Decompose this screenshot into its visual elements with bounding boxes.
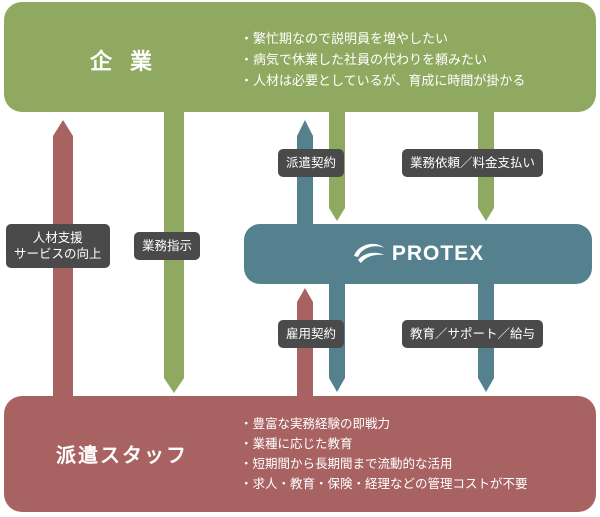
protex-box: PROTEX (244, 224, 592, 284)
label-haken-keiyaku: 派遣契約 (278, 149, 345, 177)
arrow-jinzai-shien-head (53, 120, 73, 136)
arrow-protex-staff-head (329, 378, 345, 392)
company-need-item: ・繁忙期なので説明員を増やしたい (240, 32, 449, 47)
label-jinzai-shien-line1: 人材支援 (32, 230, 83, 245)
company-need-item: ・人材は必要としているが、育成に時間が掛かる (240, 74, 526, 89)
company-need-item: ・病気で休業した社員の代わりを頼みたい (240, 53, 488, 68)
staff-merit-item: ・豊富な実務経験の即戦力 (240, 416, 391, 431)
company-title: 企業 (90, 50, 171, 75)
arrow-koyou-keiyaku-head (297, 288, 313, 302)
staff-merits-list: ・豊富な実務経験の即戦力 ・業種に応じた教育 ・短期間から長期間まで流動的な活用… (240, 414, 528, 494)
arrow-haken-keiyaku-head (297, 120, 313, 136)
arrow-gyomu-irai-head (478, 208, 494, 221)
label-koyou-keiyaku: 雇用契約 (278, 320, 345, 348)
protex-logo: PROTEX (352, 241, 484, 267)
company-box: 企業 ・繁忙期なので説明員を増やしたい ・病気で休業した社員の代わりを頼みたい … (4, 2, 596, 112)
arrow-kyouiku-head (478, 378, 494, 392)
label-gyomu-irai: 業務依頼／料金支払い (402, 149, 544, 177)
protex-swoosh-icon (353, 243, 384, 263)
arrow-gyomu-shiji-head (164, 378, 184, 393)
label-kyouiku-support: 教育／サポート／給与 (402, 320, 544, 348)
arrow-koyou-keiyaku-shaft (297, 302, 313, 398)
staff-title: 派遣スタッフ (56, 443, 188, 467)
staff-merit-item: ・業種に応じた教育 (240, 436, 353, 451)
arrow-jinzai-shien-shaft (53, 136, 73, 400)
company-needs-list: ・繁忙期なので説明員を増やしたい ・病気で休業した社員の代わりを頼みたい ・人材… (240, 29, 525, 92)
label-gyomu-shiji: 業務指示 (134, 232, 201, 260)
staff-merit-item: ・求人・教育・保険・経理などの管理コストが不要 (240, 476, 528, 491)
label-jinzai-shien-line2: サービスの向上 (14, 246, 102, 261)
staff-box: 派遣スタッフ ・豊富な実務経験の即戦力 ・業種に応じた教育 ・短期間から長期間ま… (4, 396, 596, 512)
arrow-company-protex-head (329, 208, 345, 221)
staff-merit-item: ・短期間から長期間まで流動的な活用 (240, 456, 453, 471)
label-jinzai-shien: 人材支援 サービスの向上 (6, 224, 110, 268)
protex-logo-text: PROTEX (391, 242, 485, 265)
